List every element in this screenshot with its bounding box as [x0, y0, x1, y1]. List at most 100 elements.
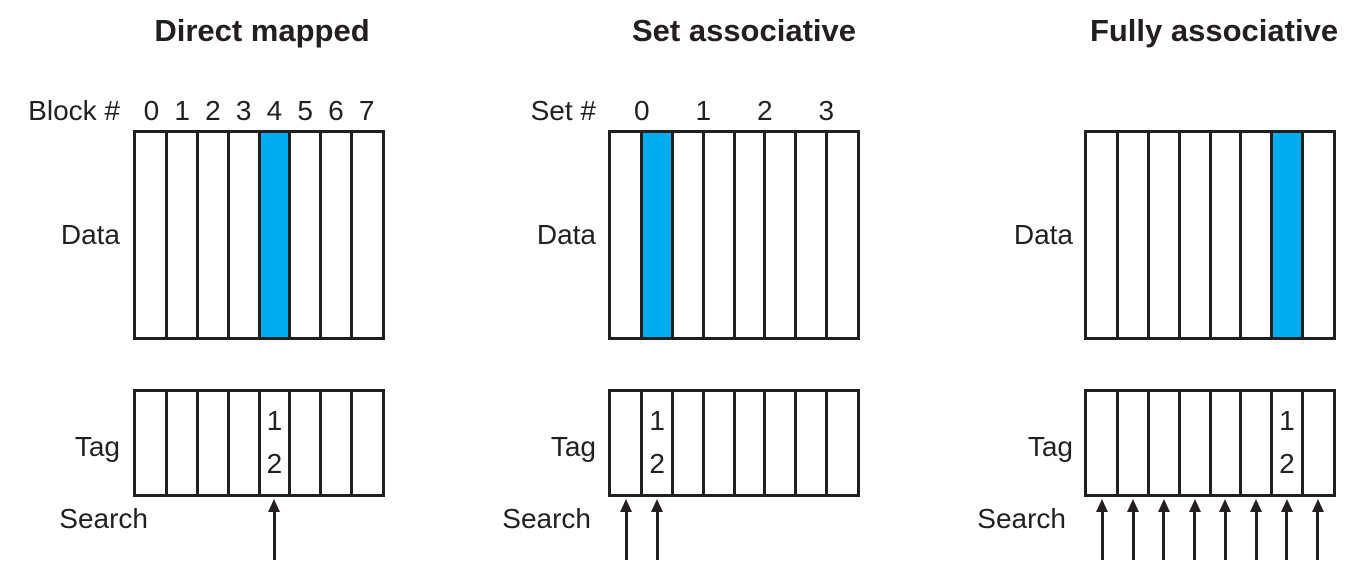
tag-digit: 1	[649, 405, 665, 436]
column-divider	[1208, 133, 1212, 337]
column-divider	[1177, 133, 1181, 337]
column-divider	[196, 392, 199, 494]
arrowhead-up	[1127, 499, 1140, 512]
search-arrow	[1095, 499, 1109, 560]
arrowhead-up	[1188, 499, 1201, 512]
column-divider	[671, 133, 674, 337]
tag-label: Tag	[550, 431, 596, 462]
index-label: Block #	[28, 95, 120, 126]
column-divider	[1116, 392, 1120, 494]
index-number: 0	[633, 95, 650, 126]
highlighted-block	[1271, 133, 1303, 337]
index-number: 1	[174, 95, 190, 126]
tag-label: Tag	[74, 431, 120, 462]
column-divider	[288, 133, 292, 337]
search-label: Search	[502, 503, 591, 534]
column-divider	[794, 392, 797, 494]
column-divider	[1270, 133, 1273, 337]
index-label: Set #	[530, 95, 596, 126]
column-divider	[794, 133, 797, 337]
arrowhead-up	[1219, 499, 1232, 512]
arrow-shaft	[1193, 512, 1197, 560]
data-label: Data	[60, 219, 120, 250]
arrow-shaft	[1223, 512, 1227, 560]
column-divider	[1147, 133, 1150, 337]
column-divider	[349, 133, 353, 337]
data-array	[133, 130, 385, 340]
column-divider	[701, 133, 705, 337]
tag-digit: 2	[266, 448, 283, 479]
index-number: 2	[205, 95, 221, 126]
search-arrow	[650, 499, 664, 560]
column-divider	[1116, 133, 1120, 337]
index-number: 1	[695, 95, 712, 126]
column-divider	[1300, 392, 1304, 494]
panel-title: Direct mapped	[154, 13, 370, 48]
column-divider	[763, 133, 767, 337]
panel-title: Fully associative	[1089, 13, 1339, 48]
column-divider	[226, 133, 230, 337]
highlighted-block	[259, 133, 290, 337]
column-divider	[1239, 133, 1243, 337]
column-divider	[165, 133, 169, 337]
tag-digit: 1	[266, 405, 283, 436]
highlighted-block	[641, 133, 673, 337]
column-divider	[671, 392, 674, 494]
arrow-shaft	[1162, 512, 1166, 560]
arrow-shaft	[1254, 512, 1258, 560]
column-divider	[1177, 392, 1181, 494]
panel-title: Set associative	[631, 13, 857, 48]
index-number: 0	[143, 95, 160, 126]
column-divider	[732, 392, 736, 494]
data-label: Data	[1013, 219, 1073, 250]
arrowhead-up	[1280, 499, 1293, 512]
arrowhead-up	[1250, 499, 1263, 512]
search-arrow	[1249, 499, 1263, 560]
index-number: 5	[297, 95, 313, 126]
column-divider	[1239, 392, 1243, 494]
arrow-shaft	[272, 512, 276, 560]
column-divider	[1208, 392, 1212, 494]
search-arrow	[1126, 499, 1140, 560]
tag-digit: 2	[1279, 448, 1295, 479]
column-divider	[640, 133, 644, 337]
arrow-shaft	[1131, 512, 1135, 560]
column-divider	[349, 392, 353, 494]
arrow-shaft	[624, 512, 628, 560]
tag-digit: 2	[649, 448, 665, 479]
tag-digit: 1	[1279, 405, 1295, 436]
arrow-shaft	[1100, 512, 1104, 560]
search-arrow	[267, 499, 281, 560]
column-divider	[288, 392, 292, 494]
search-arrow	[1188, 499, 1202, 560]
arrow-shaft	[655, 512, 659, 560]
tag-label: Tag	[1027, 431, 1073, 462]
column-divider	[824, 133, 828, 337]
index-number: 4	[266, 95, 283, 126]
column-divider	[763, 392, 767, 494]
index-number: 3	[235, 95, 252, 126]
search-label: Search	[59, 503, 148, 534]
arrowhead-up	[651, 499, 664, 512]
column-divider	[319, 392, 322, 494]
arrowhead-up	[268, 499, 281, 512]
search-arrow	[1218, 499, 1232, 560]
column-divider	[319, 133, 322, 337]
column-divider	[1270, 392, 1273, 494]
index-number: 7	[358, 95, 375, 126]
arrowhead-up	[1311, 499, 1324, 512]
column-divider	[1147, 392, 1150, 494]
data-label: Data	[536, 219, 596, 250]
data-array	[608, 130, 860, 340]
column-divider	[824, 392, 828, 494]
search-arrow	[1157, 499, 1171, 560]
index-number: 6	[328, 95, 344, 126]
column-divider	[257, 133, 261, 337]
search-arrow	[619, 499, 633, 560]
column-divider	[257, 392, 261, 494]
column-divider	[701, 392, 705, 494]
column-divider	[732, 133, 736, 337]
